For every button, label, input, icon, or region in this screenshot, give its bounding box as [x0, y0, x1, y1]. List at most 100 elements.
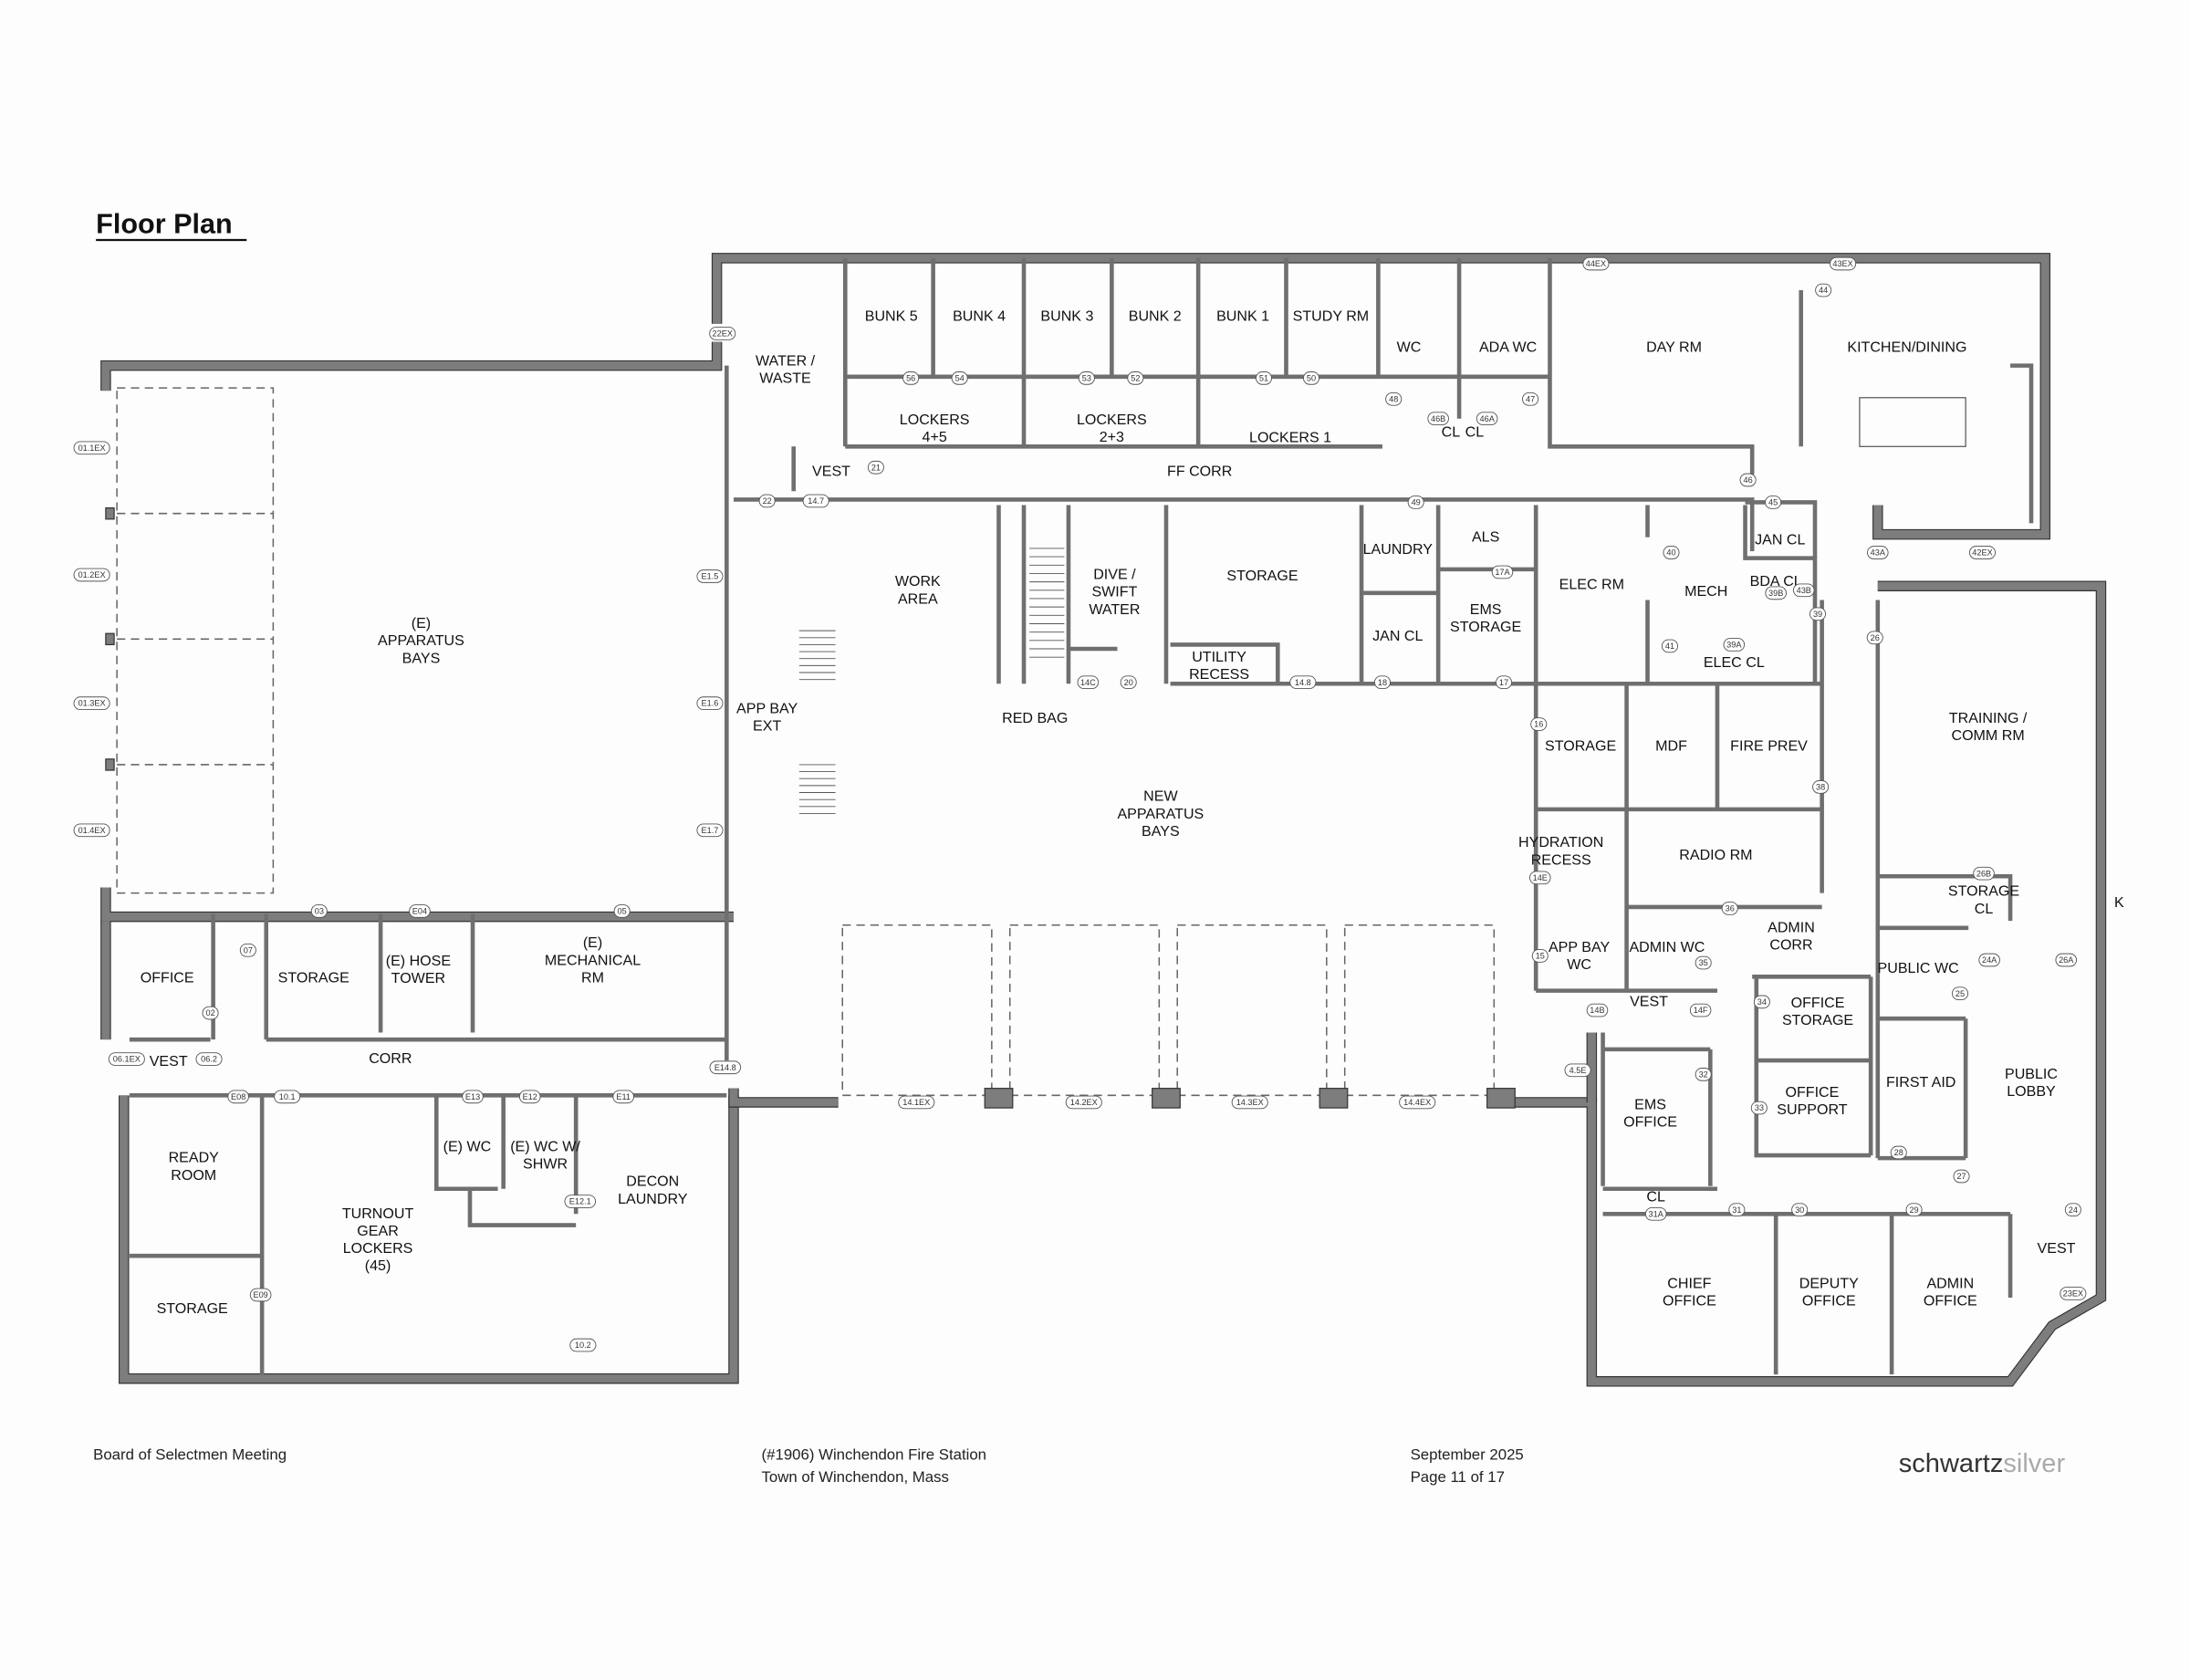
room-label: JAN CL — [1755, 531, 1805, 548]
door-tag: 39A — [1723, 638, 1746, 652]
door-tag: 07 — [239, 943, 256, 957]
door-tag-bubble — [1765, 586, 1787, 600]
door-tag-number: 32 — [1699, 1070, 1708, 1079]
door-tag-number: 31 — [1732, 1205, 1741, 1215]
door-tag: 35 — [1695, 955, 1712, 970]
door-tag-bubble — [696, 696, 724, 710]
door-tag-number: 51 — [1259, 373, 1268, 382]
door-tag: 40 — [1663, 546, 1680, 559]
footer-project-town: Town of Winchendon, Mass — [762, 1468, 949, 1486]
door-tag: 31 — [1728, 1203, 1746, 1217]
room-label-line: (E) — [583, 934, 602, 951]
door-tag-number: 14.7 — [808, 496, 824, 506]
door-tag-number: 46 — [1744, 475, 1753, 485]
exterior-wall-outline — [711, 253, 2051, 540]
door-tag: 01.2EX — [73, 568, 110, 582]
room-label: STUDY RM — [1293, 308, 1370, 325]
door-tag-number: 17A — [1495, 568, 1510, 577]
door-tag: 48 — [1385, 391, 1403, 406]
room-label-line: EXT — [753, 717, 781, 734]
room-label-line: SWIFT — [1091, 584, 1137, 600]
exterior-wall — [120, 1095, 738, 1383]
door-tag-number: 14C — [1080, 678, 1096, 687]
exterior-wall — [713, 254, 2049, 539]
door-tag-number: 44EX — [1586, 259, 1606, 268]
door-tag: 01.3EX — [73, 696, 110, 710]
footer-project-name: (#1906) Winchendon Fire Station — [762, 1445, 986, 1463]
door-tag: 21 — [867, 460, 884, 475]
door-tag-number: 46A — [1480, 414, 1496, 423]
door-tag: 39 — [1809, 607, 1827, 621]
room-label-line: STORAGE — [1782, 1012, 1853, 1028]
room-label-line: CORR — [1769, 937, 1812, 954]
door-tag-bubble — [2060, 1287, 2087, 1300]
door-tag: 17 — [1495, 675, 1513, 690]
room-label-line: VEST — [812, 463, 850, 479]
door-tag: 14.7 — [802, 494, 829, 508]
room-label-line: (E) — [412, 615, 431, 631]
door-tag-number: 56 — [906, 373, 915, 382]
room-label: VEST — [1630, 993, 1668, 1009]
door-tag-number: 14.4EX — [1403, 1098, 1431, 1107]
room-label-line: CL — [1442, 424, 1461, 441]
door-tag: 28 — [1890, 1145, 1907, 1160]
door-tag-bubble — [1531, 949, 1549, 963]
door-tag: 26 — [1866, 631, 1883, 645]
door-tag-number: 44 — [1819, 286, 1828, 295]
room-label: LOCKERS 1 — [1249, 430, 1331, 446]
door-tag-number: 26A — [2059, 955, 2074, 965]
room-label: PUBLIC WC — [1878, 960, 1959, 976]
room-label-line: BUNK 1 — [1216, 308, 1269, 325]
door-tag-number: 39B — [1768, 589, 1783, 598]
room-label-line: K — [2114, 894, 2124, 911]
exterior-wall — [1494, 581, 2106, 1386]
door-tag-bubble — [1564, 1063, 1591, 1078]
room-label-line: APP BAY — [736, 700, 798, 716]
door-tag-number: E14.8 — [714, 1063, 736, 1072]
room-label-line: EMS — [1634, 1097, 1666, 1113]
door-tag-number: 42EX — [1972, 548, 1992, 558]
door-tag: 44EX — [1582, 256, 1610, 271]
interior-wall — [733, 497, 1755, 551]
door-tag-number: 15 — [1536, 951, 1545, 960]
door-tag-number: E12 — [523, 1092, 537, 1101]
door-tag-bubble — [1586, 1003, 1609, 1017]
door-tag-number: 01.4EX — [78, 826, 106, 835]
door-tag-number: 26B — [1976, 869, 1991, 878]
interior-wall — [467, 1188, 577, 1227]
door-tag-bubble — [1582, 256, 1610, 271]
door-tag-number: 46B — [1431, 414, 1445, 423]
room-label-line: ELEC CL — [1704, 654, 1765, 671]
room-label: TRAINING /COMM RM — [1949, 710, 2028, 744]
room-label-line: LAUNDRY — [618, 1191, 688, 1207]
room-label-line: BUNK 2 — [1129, 308, 1182, 325]
door-tag-bubble — [73, 696, 110, 710]
door-tag: E04 — [409, 904, 431, 918]
door-tag-number: 20 — [1124, 678, 1133, 687]
door-tag-number: E11 — [616, 1092, 631, 1101]
door-tag-bubble — [2055, 953, 2078, 967]
door-tag: 01.4EX — [73, 823, 110, 838]
room-label-line: DIVE / — [1093, 567, 1136, 583]
door-tag-bubble — [1289, 675, 1317, 690]
door-tag: 14.1EX — [898, 1095, 935, 1110]
door-tag-bubble — [195, 1052, 223, 1066]
room-label: BUNK 2 — [1129, 308, 1182, 325]
door-tag-bubble — [1866, 631, 1883, 645]
door-tag-bubble — [1661, 639, 1678, 653]
door-tag-bubble — [1695, 955, 1712, 970]
door-tag: 42EX — [1968, 546, 1997, 559]
door-tag: 39B — [1765, 586, 1787, 600]
door-tag: E08 — [227, 1090, 249, 1104]
door-tag-number: E1.5 — [702, 572, 719, 581]
door-tag-number: 22 — [763, 496, 772, 506]
room-label: FIRST AID — [1886, 1074, 1955, 1090]
room-label: RED BAG — [1002, 710, 1068, 726]
